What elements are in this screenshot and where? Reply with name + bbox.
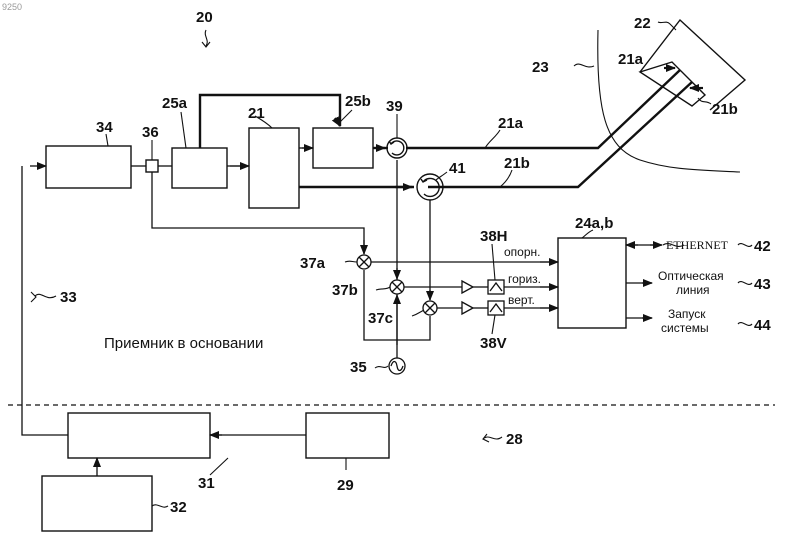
ref-25b: 25b — [345, 93, 371, 110]
ref-21b-antenna: 21b — [712, 101, 738, 118]
circulator-39 — [387, 138, 407, 158]
ref-38V: 38V — [480, 335, 507, 352]
ref-28: 28 — [506, 431, 523, 448]
ref-35: 35 — [350, 359, 367, 376]
line-21a — [406, 70, 680, 148]
mixer-37c — [423, 301, 437, 315]
ref-33: 33 — [60, 289, 77, 306]
filter-38V — [488, 301, 504, 315]
ref-37b: 37b — [332, 282, 358, 299]
ref-41: 41 — [449, 160, 466, 177]
thin-arrows — [30, 148, 662, 466]
ref-21b-line: 21b — [504, 155, 530, 172]
block-25b — [313, 128, 373, 168]
ref-34: 34 — [96, 119, 113, 136]
ref-38H: 38H — [480, 228, 508, 245]
ref-31: 31 — [198, 475, 215, 492]
label-ethernet: ETHERNET — [666, 238, 729, 252]
oscillator-35 — [389, 358, 405, 374]
corner-number: 9250 — [2, 2, 22, 12]
splitter-36 — [146, 160, 158, 172]
label-optical-line-1: Оптическая — [658, 269, 724, 283]
ref-21: 21 — [248, 105, 265, 122]
label-system-start-2: системы — [661, 321, 709, 335]
label-base-receiver: Приемник в основании — [104, 335, 263, 352]
label-system-start-1: Запуск — [668, 307, 706, 321]
leader-lines — [31, 22, 752, 507]
ref-24ab: 24a,b — [575, 215, 613, 232]
ref-37a: 37a — [300, 255, 326, 272]
antenna-22 — [640, 20, 745, 110]
connection-lines — [22, 148, 662, 476]
ref-43: 43 — [754, 276, 771, 293]
ref-36: 36 — [142, 124, 159, 141]
ref-32: 32 — [170, 499, 187, 516]
label-vert: верт. — [508, 293, 535, 307]
label-optical-line-2: линия — [676, 283, 710, 297]
block-29 — [306, 413, 389, 458]
mixer-37a — [357, 255, 371, 269]
amplifier-horiz — [462, 281, 473, 293]
ref-44: 44 — [754, 317, 771, 334]
block-31 — [68, 413, 210, 458]
ref-20: 20 — [196, 9, 213, 26]
ref-21a-line: 21a — [498, 115, 524, 132]
ref-29: 29 — [337, 477, 354, 494]
block-21 — [249, 128, 299, 208]
filter-38H — [488, 280, 504, 294]
ref-25a: 25a — [162, 95, 188, 112]
mixer-37b — [390, 280, 404, 294]
ref-39: 39 — [386, 98, 403, 115]
ref-37c: 37c — [368, 310, 393, 327]
ref-23: 23 — [532, 59, 549, 76]
ref-42: 42 — [754, 238, 771, 255]
ref-21a-antenna: 21a — [618, 51, 644, 68]
label-horiz: гориз. — [508, 272, 541, 286]
ref-22: 22 — [634, 15, 651, 32]
block-24ab — [558, 238, 626, 328]
label-ref-signal: опорн. — [504, 245, 540, 259]
block-34 — [46, 146, 131, 188]
block-25a — [172, 148, 227, 188]
amplifier-vert — [462, 302, 473, 314]
block-32 — [42, 476, 152, 531]
